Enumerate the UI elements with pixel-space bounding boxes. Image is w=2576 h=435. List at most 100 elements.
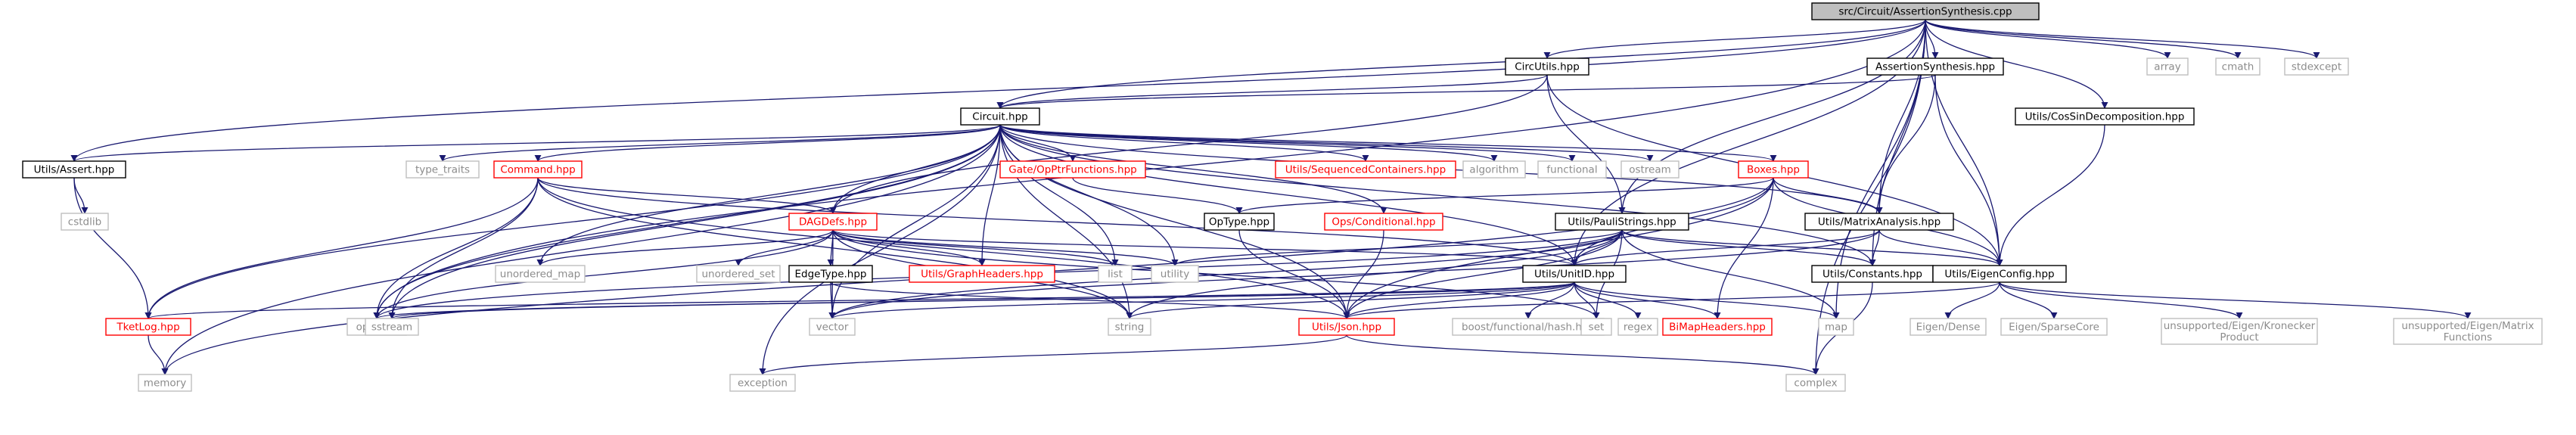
node-matfunc-box [2393, 318, 2543, 345]
edge-boxes-to-matanal [1773, 177, 1883, 214]
node-array-box [2146, 57, 2189, 76]
node-eigendense-label: Eigen/Dense [1916, 322, 1981, 334]
edge-matanal-to-constants [1869, 229, 1880, 266]
node-matanal-box [1804, 213, 1954, 231]
edge-dagdefs-to-unordered_map [536, 229, 834, 266]
node-gateop-box [999, 160, 1146, 179]
edge-unitid-to-json [1343, 281, 1575, 319]
node-algorithm: algorithm [1462, 160, 1526, 179]
node-dagdefs[interactable]: DAGDefs.hpp [788, 213, 878, 231]
edge-eigenconfig-to-kronecker [1999, 281, 2243, 319]
node-string-box [1108, 318, 1151, 336]
node-boosthash-label: boost/functional/hash.hpp [1462, 322, 1595, 334]
edge-circuit-to-sstream [388, 124, 1001, 319]
edge-circuit-to-list [999, 124, 1119, 266]
edge-circuit-to-opscond [999, 124, 1387, 214]
edge-circuit-to-exception [759, 124, 1001, 375]
node-graphheaders-box [909, 265, 1055, 283]
edge-circuit-to-unitid [999, 124, 1578, 266]
node-cossin[interactable]: Utils/CosSinDecomposition.hpp [2015, 107, 2195, 126]
node-kronecker-label: unsupported/Eigen/Kronecker [2164, 320, 2316, 332]
node-circutils[interactable]: CircUtils.hpp [1505, 57, 1589, 76]
node-cmath-label: cmath [2222, 61, 2254, 73]
edge-command-to-dagdefs [537, 177, 837, 214]
node-graphheaders[interactable]: Utils/GraphHeaders.hpp [909, 265, 1055, 283]
node-circuit[interactable]: Circuit.hpp [960, 107, 1040, 126]
node-set: set [1580, 318, 1612, 336]
edge-command-to-sstream [388, 177, 539, 319]
edge-unitid-to-regex [1574, 281, 1642, 319]
edge-command-to-tketlog [144, 177, 539, 319]
edge-eigenconfig-to-eigensparse [1999, 281, 2058, 319]
edge-circuit-to-command [534, 124, 1001, 162]
node-cstdlib-label: cstdlib [68, 216, 101, 228]
node-json[interactable]: Utils/Json.hpp [1298, 318, 1395, 336]
node-boxes[interactable]: Boxes.hpp [1738, 160, 1809, 179]
node-pauli[interactable]: Utils/PauliStrings.hpp [1555, 213, 1689, 231]
node-boosthash: boost/functional/hash.hpp [1452, 318, 1605, 336]
node-constants-label: Utils/Constants.hpp [1822, 269, 1922, 281]
node-regex: regex [1617, 318, 1658, 336]
node-bimap[interactable]: BiMapHeaders.hpp [1662, 318, 1773, 336]
node-json-box [1298, 318, 1395, 336]
edge-circuit-to-constants [999, 124, 1876, 266]
node-eigenconfig-label: Utils/EigenConfig.hpp [1944, 269, 2054, 281]
node-assertsynth[interactable]: AssertionSynthesis.hpp [1866, 57, 2004, 76]
node-memory-label: memory [144, 378, 186, 390]
node-cmath: cmath [2215, 57, 2261, 76]
edge-root-to-cmath [1925, 19, 2242, 59]
node-circutils-box [1505, 57, 1589, 76]
edge-circuit-to-algorithm [999, 124, 1498, 162]
edge-matanal-to-eigenconfig [1878, 229, 2003, 266]
node-constants[interactable]: Utils/Constants.hpp [1811, 265, 1934, 283]
edge-circuit-to-graphheaders [978, 124, 1001, 266]
node-functional-box [1537, 160, 1607, 179]
node-optype-label: OpType.hpp [1209, 216, 1269, 228]
node-edgetype[interactable]: EdgeType.hpp [788, 265, 873, 283]
node-uassert[interactable]: Utils/Assert.hpp [22, 160, 126, 179]
node-set-box [1580, 318, 1612, 336]
edge-eigenconfig-to-json [1343, 281, 2000, 319]
node-opscond-label: Ops/Conditional.hpp [1332, 216, 1435, 228]
node-string-label: string [1115, 322, 1145, 334]
node-array: array [2146, 57, 2189, 76]
edge-unitid-to-bimap [1574, 281, 1721, 319]
node-kronecker-label: Product [2220, 331, 2258, 343]
node-root[interactable]: src/Circuit/AssertionSynthesis.cpp [1811, 2, 2040, 20]
edge-circuit-to-uassert [70, 124, 1001, 162]
node-circutils-label: CircUtils.hpp [1515, 61, 1580, 73]
edge-circuit-to-tketlog [144, 124, 1001, 319]
node-command[interactable]: Command.hpp [493, 160, 583, 179]
edge-dagdefs-to-graphheaders [832, 229, 986, 266]
node-tketlog[interactable]: TketLog.hpp [105, 318, 191, 336]
node-opscond[interactable]: Ops/Conditional.hpp [1324, 213, 1443, 231]
node-matanal[interactable]: Utils/MatrixAnalysis.hpp [1804, 213, 1954, 231]
node-ostream-label: ostream [1629, 164, 1671, 176]
edge-circuit-to-utility [999, 124, 1179, 266]
node-gateop[interactable]: Gate/OpPtrFunctions.hpp [999, 160, 1146, 179]
node-root-label: src/Circuit/AssertionSynthesis.cpp [1838, 6, 2012, 18]
edge-command-to-json [537, 177, 1350, 319]
node-bimap-box [1662, 318, 1773, 336]
node-edgetype-label: EdgeType.hpp [795, 269, 867, 281]
node-optype[interactable]: OpType.hpp [1204, 213, 1275, 231]
node-seqcont[interactable]: Utils/SequencedContainers.hpp [1275, 160, 1456, 179]
edge-eigenconfig-to-eigendense [1944, 281, 2000, 319]
node-unordered_set: unordered_set [696, 265, 781, 283]
node-sstream-box [365, 318, 419, 336]
node-eigenconfig[interactable]: Utils/EigenConfig.hpp [1932, 265, 2067, 283]
node-map-box [1818, 318, 1854, 336]
node-memory-box [138, 374, 192, 392]
node-regex-label: regex [1624, 322, 1652, 334]
node-type_traits-label: type_traits [415, 164, 470, 176]
edge-pauli-to-constants [1621, 229, 1876, 266]
node-eigensparse-box [2000, 318, 2108, 336]
edge-matanal-to-unitid [1571, 229, 1880, 266]
node-unitid[interactable]: Utils/UnitID.hpp [1522, 265, 1627, 283]
node-pauli-label: Utils/PauliStrings.hpp [1568, 216, 1676, 228]
node-set-label: set [1589, 322, 1605, 334]
edge-circutils-to-circuit [996, 74, 1548, 109]
node-eigendense-box [1909, 318, 1987, 336]
